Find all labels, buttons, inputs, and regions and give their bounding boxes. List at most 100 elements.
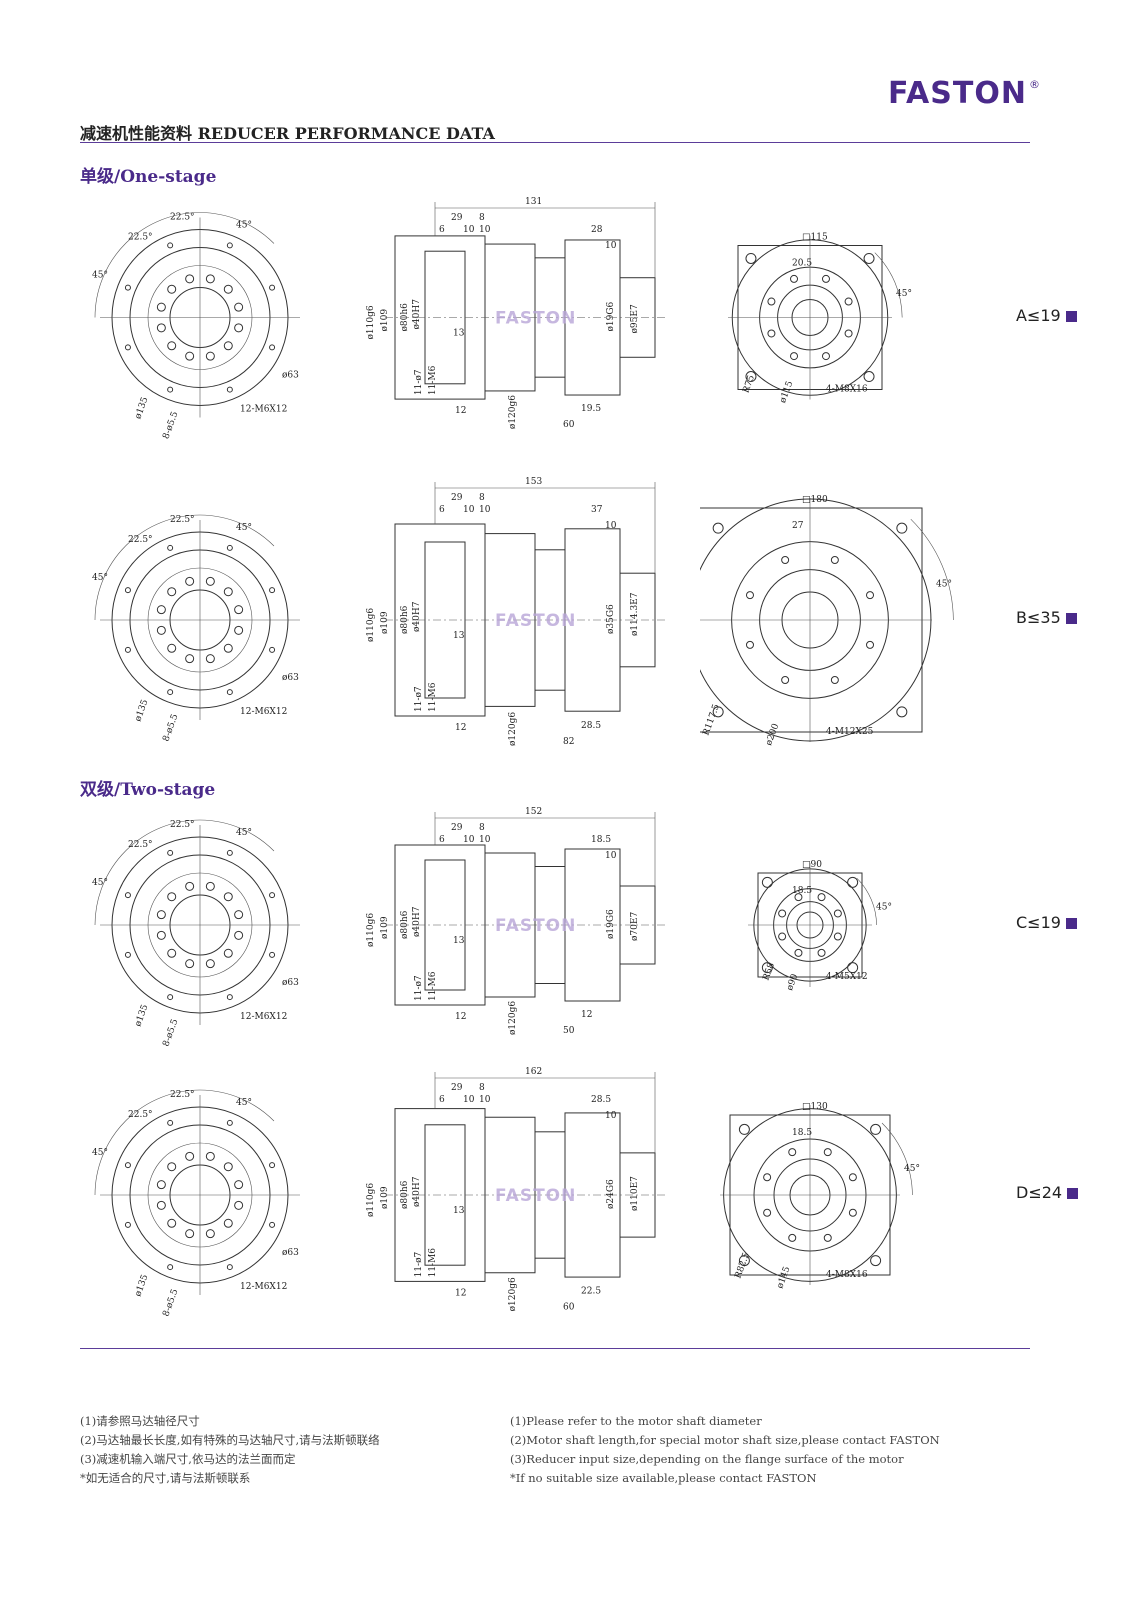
note-en: (1)Please refer to the motor shaft diame…	[510, 1414, 762, 1428]
holes-label: 4-M8X16	[826, 1270, 868, 1280]
offset-label: 18.5	[792, 886, 812, 896]
note-en: *If no suitable size available,please co…	[510, 1471, 817, 1485]
pcd-label: ø200	[764, 722, 781, 747]
angle-label: 22.5°	[128, 535, 153, 545]
watermark-logo: FASTON	[495, 309, 576, 329]
square-marker-icon	[1065, 918, 1077, 929]
notes-chinese: (1)请参照马达轴径尺寸 (2)马达轴最长长度,如有特殊的马达轴尺寸,请与法斯顿…	[80, 1412, 380, 1488]
shaft-diameter-label: ø24G6	[606, 1179, 616, 1209]
pilot-diameter-label: ø70E7	[630, 912, 640, 941]
section-title-two-stage: 双级/Two-stage	[80, 780, 216, 800]
dimension-label: 12	[455, 1012, 466, 1022]
diameter-label: ø63	[282, 978, 299, 988]
dimension-label: 13	[453, 631, 465, 641]
square-size-label: □130	[802, 1102, 828, 1112]
offset-label: 27	[792, 521, 804, 531]
angle-label: 45°	[236, 1098, 252, 1108]
dimension-label: 8	[479, 823, 485, 833]
dimension-label: 29	[451, 823, 463, 833]
diameter-label: ø63	[282, 371, 299, 381]
diameter-label: 11-ø7	[414, 975, 424, 1001]
face-length-label: 22.5	[581, 1286, 601, 1296]
angle-label: 22.5°	[170, 515, 195, 525]
pcd-label: ø145	[775, 1265, 792, 1290]
angle-label: 22.5°	[170, 1090, 195, 1100]
header-divider	[80, 142, 1030, 143]
diameter-label: ø110g6	[366, 1183, 376, 1217]
angle-label: 45°	[92, 1148, 108, 1158]
shaft-step-label: 10	[605, 521, 617, 531]
holes-label: 12-M6X12	[240, 1282, 287, 1292]
pilot-diameter-label: ø95E7	[630, 304, 640, 333]
holes-label: 12-M6X12	[240, 405, 287, 415]
holes-label: 4-M8X16	[826, 385, 868, 395]
page-title: 减速机性能资料 REDUCER PERFORMANCE DATA	[80, 124, 495, 143]
diameter-label: ø109	[380, 309, 390, 332]
diameter-label: ø80h6	[400, 910, 410, 939]
ratio-rating-text: C≤19	[1016, 913, 1061, 932]
dimension-label: 29	[451, 1083, 463, 1093]
dimension-label: 8	[479, 213, 485, 223]
angle-label: 22.5°	[170, 213, 195, 223]
dimension-label: 10	[463, 835, 475, 845]
angle-label: 22.5°	[170, 820, 195, 830]
section-title-one-stage: 单级/One-stage	[80, 167, 217, 187]
diameter-label: 11-ø7	[414, 1251, 424, 1277]
ratio-rating-text: A≤19	[1016, 305, 1061, 325]
dimension-label: 13	[453, 936, 465, 946]
pilot-diameter-label: ø110E7	[630, 1176, 640, 1211]
diameter-label: ø110g6	[366, 913, 376, 947]
dimension-label: 6	[439, 835, 445, 845]
square-marker-icon	[1067, 1188, 1079, 1199]
note-cn: (2)马达轴最长长度,如有特殊的马达轴尺寸,请与法斯顿联络	[80, 1433, 380, 1447]
holes-label: 8-ø5.5	[161, 1288, 180, 1318]
angle-label: 45°	[236, 523, 252, 533]
holes-label: 4-M5X12	[826, 972, 868, 982]
pcd-label: ø115	[778, 380, 795, 405]
diameter-label: 11-M6	[428, 971, 438, 1001]
ratio-rating: D≤24	[1016, 1183, 1079, 1202]
footer-divider	[80, 1348, 1030, 1349]
note-cn: (3)减速机输入端尺寸,依马达的法兰面而定	[80, 1452, 296, 1466]
angle-label: 45°	[936, 579, 952, 589]
diameter-label: ø40H7	[412, 601, 422, 632]
pilot-diameter-label: ø114.3E7	[630, 592, 640, 636]
diameter-label: ø63	[282, 673, 299, 683]
dimension-label: 10	[463, 1095, 475, 1105]
angle-label: 22.5°	[128, 1110, 153, 1120]
offset-label: 20.5	[792, 259, 812, 269]
dimension-label: 8	[479, 493, 485, 503]
diameter-label: 11-M6	[428, 682, 438, 712]
note-en: (3)Reducer input size,depending on the f…	[510, 1452, 904, 1466]
holes-label: 8-ø5.5	[161, 1018, 180, 1048]
dimension-label: 10	[479, 225, 491, 235]
diameter-label: 11-M6	[428, 1248, 438, 1278]
overall-length-label: 162	[525, 1067, 542, 1077]
angle-label: 45°	[236, 828, 252, 838]
diameter-label: 11-ø7	[414, 369, 424, 395]
dimension-label: 12	[455, 1288, 466, 1298]
diameter-label: ø135	[133, 1003, 150, 1028]
square-marker-icon	[1065, 613, 1077, 624]
diameter-label: ø80h6	[400, 605, 410, 634]
holes-label: 12-M6X12	[240, 707, 287, 717]
shaft-diameter-label: ø19G6	[606, 909, 616, 939]
angle-label: 22.5°	[128, 233, 153, 243]
dimension-label: 6	[439, 505, 445, 515]
note-en: (2)Motor shaft length,for special motor …	[510, 1433, 940, 1447]
dimension-label: 13	[453, 329, 465, 339]
shaft-length-label: 28.5	[591, 1095, 611, 1105]
angle-label: 45°	[896, 289, 912, 299]
watermark-logo: FASTON	[495, 611, 576, 631]
angle-label: 22.5°	[128, 840, 153, 850]
face-length-label: 12	[581, 1010, 592, 1020]
dimension-label: 8	[479, 1083, 485, 1093]
shaft-length-label: 28	[591, 225, 603, 235]
diameter-label: ø80h6	[400, 303, 410, 332]
